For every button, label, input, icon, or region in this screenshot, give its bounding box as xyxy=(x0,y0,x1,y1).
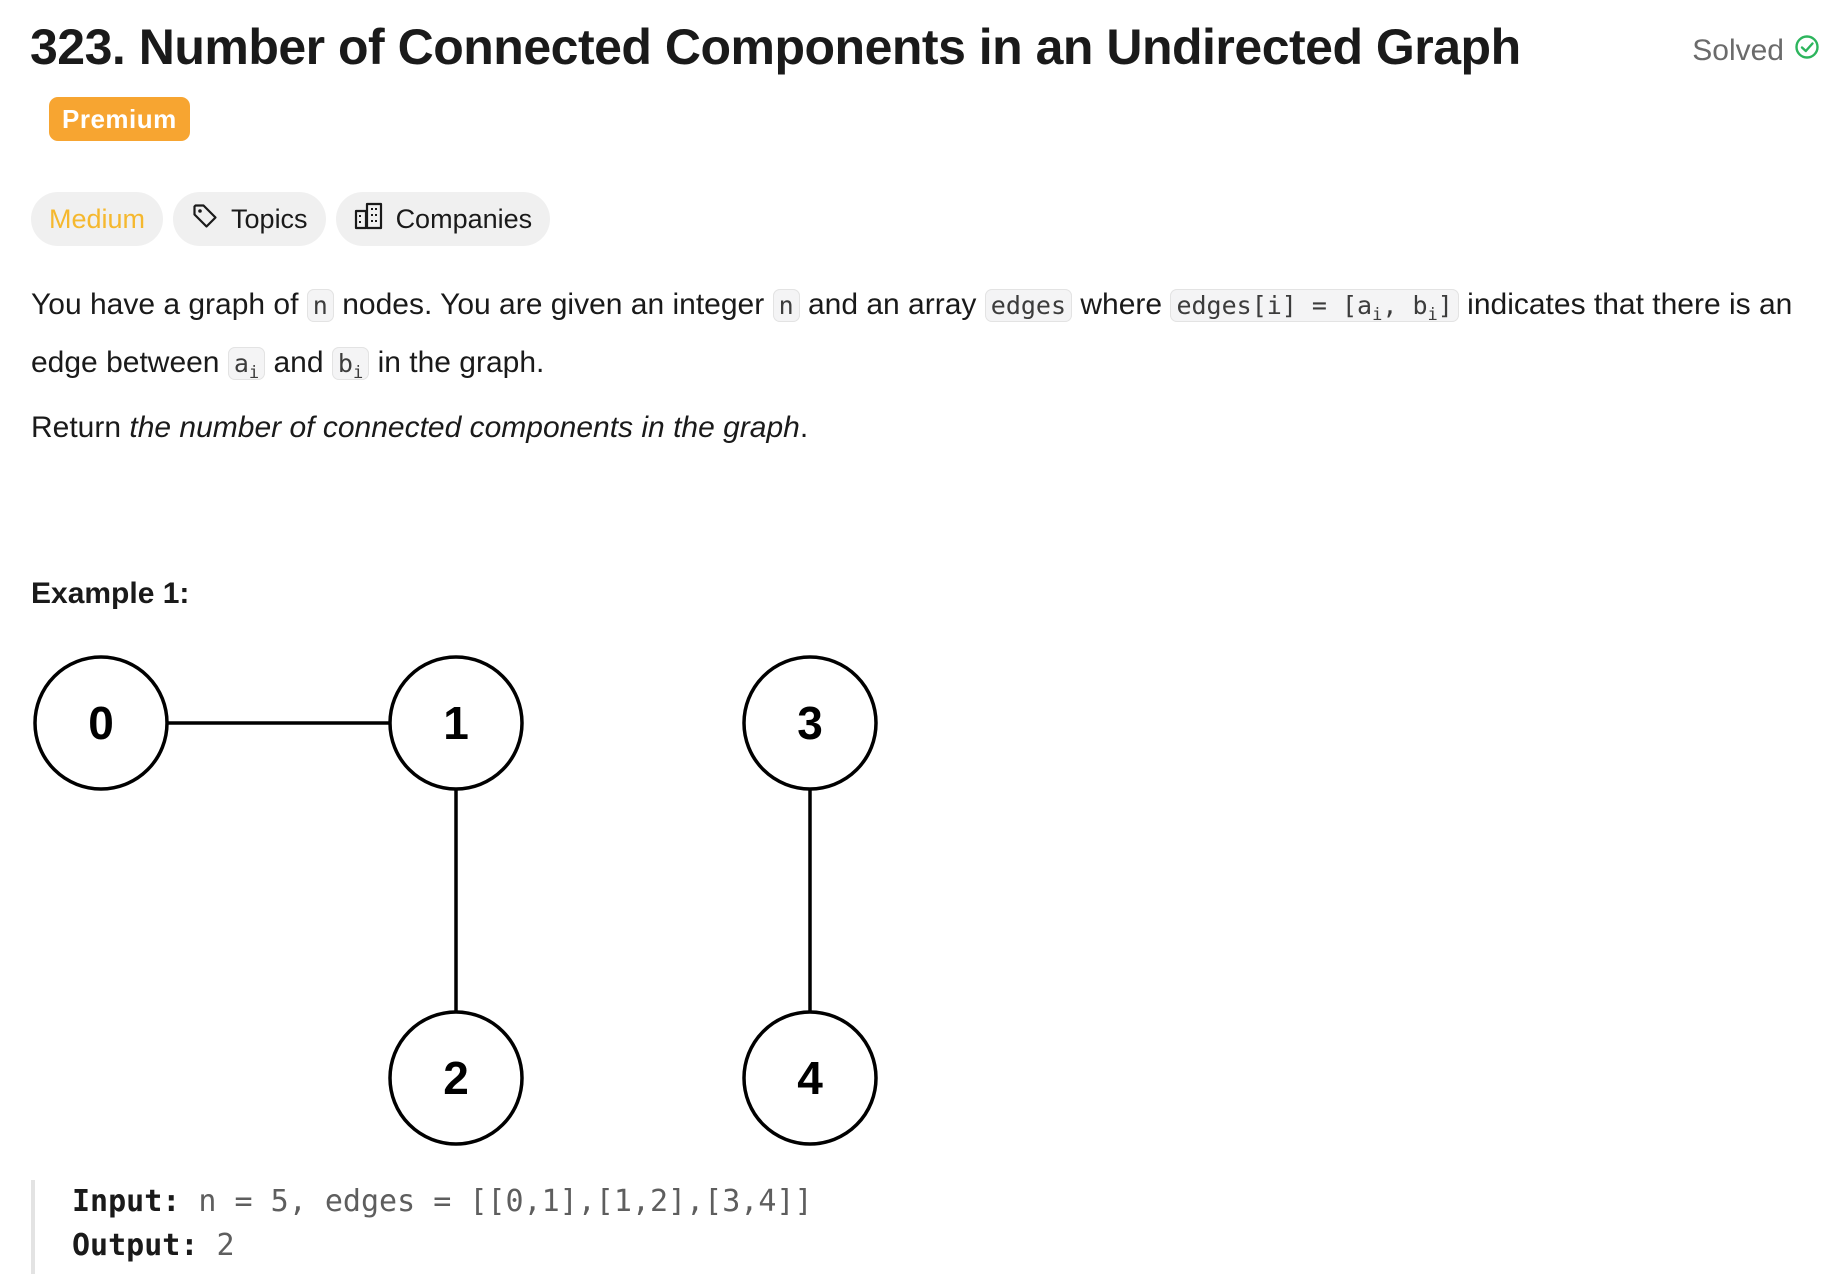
graph-node-2: 2 xyxy=(388,1010,524,1146)
text-run: nodes. You are given an integer xyxy=(342,288,765,321)
example-input-line: Input: n = 5, edges = [[0,1],[1,2],[3,4]… xyxy=(72,1180,931,1224)
description-paragraph: You have a graph of n nodes. You are giv… xyxy=(31,281,1821,397)
code-text: edges[i] = [a xyxy=(1176,291,1373,320)
topics-label: Topics xyxy=(231,203,308,234)
text-run: Return xyxy=(31,411,122,444)
code-a-i: ai xyxy=(227,347,266,383)
solved-label: Solved xyxy=(1692,34,1784,67)
graph-node-0: 0 xyxy=(33,655,169,791)
graph-node-circle xyxy=(388,1010,524,1146)
graph-node-label: 0 xyxy=(88,697,114,749)
text-run: . xyxy=(799,411,809,444)
graph-nodes: 0 1 2 3 4 xyxy=(33,655,878,1146)
graph-node-label: 3 xyxy=(797,697,823,749)
code-b-i: bi xyxy=(331,347,370,383)
example-title: Example 1: xyxy=(31,577,190,610)
companies-icon xyxy=(354,202,384,237)
example-graph: 0 1 2 3 4 xyxy=(33,655,878,1146)
graph-node-label: 4 xyxy=(797,1052,823,1104)
input-label: Input: xyxy=(72,1184,181,1219)
graph-node-label: 1 xyxy=(443,697,469,749)
tag-bar: Medium Topics Companies xyxy=(31,192,551,246)
output-value: 2 xyxy=(198,1228,235,1263)
subscript: i xyxy=(352,363,364,383)
premium-badge[interactable]: Premium xyxy=(49,97,190,141)
text-run: and an array xyxy=(807,288,977,321)
tag-icon xyxy=(191,202,219,237)
return-statement: Return the number of connected component… xyxy=(31,411,808,445)
example-output-line: Output: 2 xyxy=(72,1224,931,1268)
graph-node-circle xyxy=(33,655,169,791)
return-emphasis: the number of connected components in th… xyxy=(129,411,800,444)
code-text: ] xyxy=(1437,291,1453,320)
graph-node-circle xyxy=(742,655,878,791)
graph-node-circle xyxy=(388,655,524,791)
graph-node-4: 4 xyxy=(742,1010,878,1146)
code-edges: edges xyxy=(984,289,1073,322)
text-run: indicates that there is an edge between xyxy=(31,288,1793,379)
companies-button[interactable]: Companies xyxy=(335,192,551,246)
graph-node-3: 3 xyxy=(742,655,878,791)
code-text: a xyxy=(233,349,249,378)
text-run: where xyxy=(1080,288,1163,321)
code-text: b xyxy=(337,349,353,378)
text-run: You have a graph of xyxy=(31,288,299,321)
problem-description: You have a graph of n nodes. You are giv… xyxy=(31,281,1821,397)
subscript: i xyxy=(1372,305,1383,325)
text-run: in the graph. xyxy=(377,346,545,379)
code-edges-i: edges[i] = [ai, bi] xyxy=(1170,289,1459,325)
text-run: and xyxy=(273,346,324,379)
output-label: Output: xyxy=(72,1228,199,1263)
difficulty-badge: Medium xyxy=(31,192,164,246)
code-n: n xyxy=(772,289,800,322)
code-text: , b xyxy=(1382,291,1428,320)
subscript: i xyxy=(248,363,260,383)
problem-title: 323. Number of Connected Components in a… xyxy=(30,19,1521,75)
graph-node-label: 2 xyxy=(443,1052,469,1104)
topics-button[interactable]: Topics xyxy=(173,192,326,246)
check-circle-icon xyxy=(1794,34,1820,68)
code-n: n xyxy=(306,289,334,322)
difficulty-label: Medium xyxy=(49,203,146,234)
subscript: i xyxy=(1427,305,1438,325)
example-io: Input: n = 5, edges = [[0,1],[1,2],[3,4]… xyxy=(31,1180,931,1274)
input-value: n = 5, edges = [[0,1],[1,2],[3,4]] xyxy=(180,1184,813,1219)
graph-node-circle xyxy=(742,1010,878,1146)
graph-node-1: 1 xyxy=(388,655,524,791)
solved-status: Solved xyxy=(1692,34,1820,68)
companies-label: Companies xyxy=(395,203,533,234)
